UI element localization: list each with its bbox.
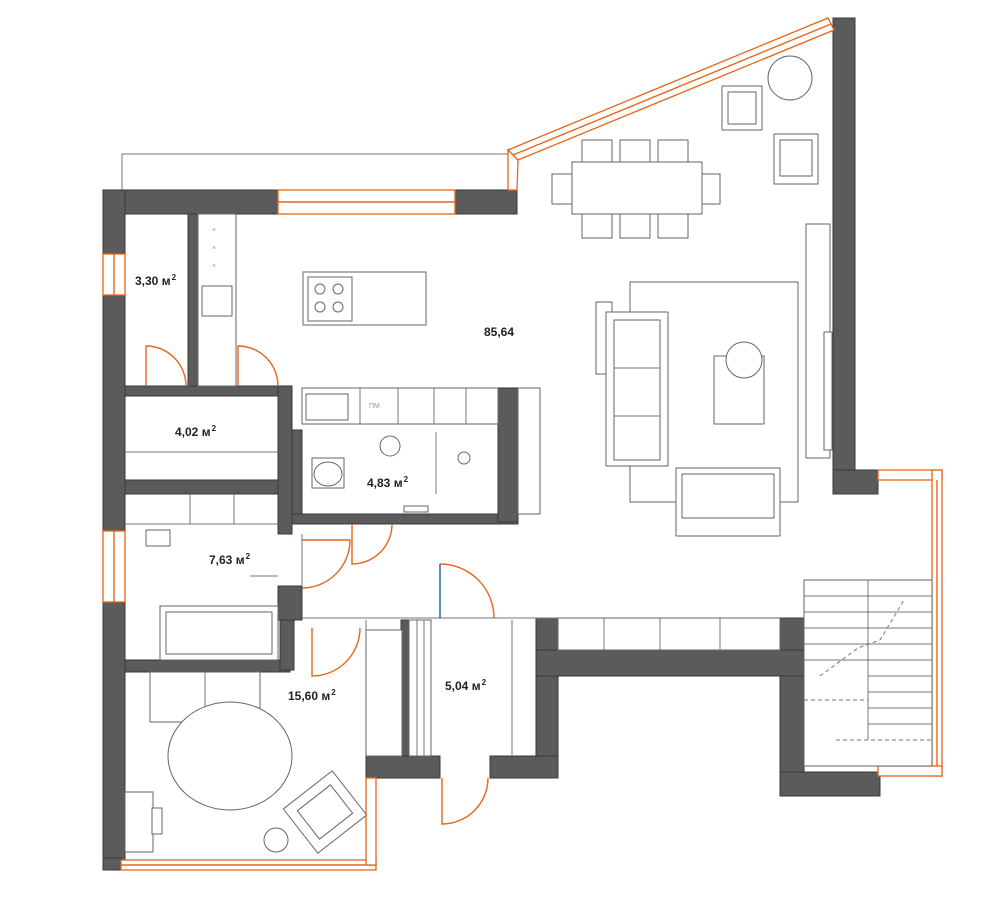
- area-storage: 4,02 м2: [175, 424, 217, 439]
- windows: [102, 17, 943, 871]
- kitchen: × × × ПМ: [197, 213, 541, 515]
- area-hall: 5,04 м2: [445, 678, 487, 693]
- area-main-bedroom: 15,60 м2: [288, 688, 336, 703]
- svg-text:×: ×: [212, 227, 216, 234]
- small-bedroom: [125, 494, 279, 661]
- svg-text:×: ×: [212, 245, 216, 252]
- exterior-walls: [102, 17, 881, 871]
- staircase: [803, 579, 933, 767]
- doors: [145, 345, 495, 825]
- hall-wardrobe: [408, 619, 513, 757]
- living-room: [595, 223, 833, 537]
- dining: [551, 55, 819, 239]
- terrace-outline: [121, 153, 508, 190]
- area-living: 85,64: [484, 325, 515, 339]
- dishwasher-label: ПМ: [369, 403, 380, 410]
- bathroom-fixtures: [311, 432, 471, 513]
- area-small-bedroom: 7,63 м2: [209, 552, 251, 567]
- corridor-wardrobe: [557, 617, 781, 651]
- area-bathroom: 4,83 м2: [367, 475, 409, 490]
- main-bedroom: [124, 629, 403, 854]
- svg-text:×: ×: [212, 263, 216, 270]
- interior-walls: [124, 213, 519, 757]
- area-pantry: 3,30 м2: [135, 273, 177, 288]
